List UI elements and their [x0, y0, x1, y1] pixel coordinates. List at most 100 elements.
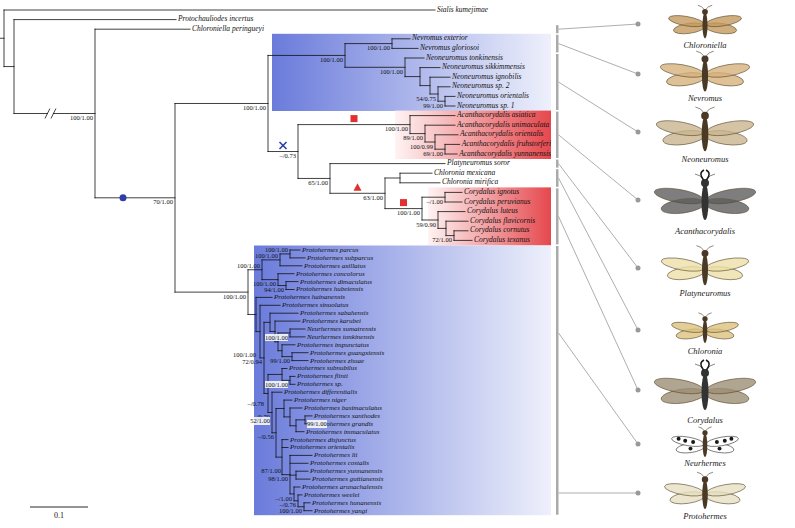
tree-branch [294, 500, 298, 501]
tree-branch [4, 10, 435, 11]
taxon-name: Protohermes yunnanensis [310, 467, 382, 475]
tree-branch [296, 420, 297, 432]
tree-branch [454, 231, 455, 241]
insect-wing [653, 375, 704, 396]
support-value: 69/1.00 [423, 150, 443, 157]
tree-branch [296, 471, 308, 472]
tree-branch [282, 356, 292, 357]
support-value: 72/1.00 [432, 236, 452, 243]
support-value: 100/1.00 [367, 44, 390, 51]
tree-branch [445, 154, 457, 155]
tree-branch [446, 221, 468, 222]
insect-body [702, 480, 708, 509]
leader-dot [636, 22, 641, 27]
leader-dot [636, 198, 641, 203]
insect-wing [655, 118, 704, 139]
scale-bar [30, 507, 88, 508]
taxon-name: Nevromus gloriosoi [420, 44, 479, 53]
clade-shading [272, 34, 551, 111]
tree-branch [282, 344, 295, 345]
insect-head [702, 430, 707, 435]
taxon-name: Protohermes hunanensis [312, 499, 381, 507]
insect-illustration [668, 5, 743, 38]
insect-wing [671, 320, 705, 334]
tree-branch [345, 44, 346, 68]
insect-illustration [660, 246, 749, 286]
taxon-name: Protohermes impunctatus [297, 341, 369, 349]
taxon-name: Chloronia mexicana [434, 169, 495, 178]
clade-bar [556, 35, 559, 53]
genus-name: Protohermes [683, 512, 727, 522]
tree-branch [385, 178, 400, 179]
taxon-name: Protohermes sabahensis [300, 309, 368, 317]
tree-branch [435, 134, 458, 135]
tree-branch [290, 493, 294, 494]
tree-branch [268, 374, 282, 375]
tree-branch [248, 270, 249, 315]
taxon-name: Protohermes parcus [302, 246, 358, 254]
tree-branch [95, 197, 175, 198]
insect-body [702, 374, 709, 410]
tree-branch [435, 135, 436, 149]
support-value: 94/1.00 [264, 286, 284, 293]
tree-branch [445, 144, 446, 154]
tree-branch [292, 360, 308, 361]
taxon-name: Protohermes orientalis [290, 443, 355, 451]
insect-body [702, 60, 708, 92]
taxon-name: Sialis kumejimae [437, 6, 488, 15]
clade-bar [556, 160, 559, 168]
tree-branch [330, 193, 385, 194]
tree-branch [290, 463, 308, 464]
tree-branch [290, 408, 291, 426]
taxon-name: Protohermes subparcus [307, 254, 373, 262]
insect-illustration [653, 170, 756, 220]
tree-branch [270, 331, 275, 332]
wing-spot [729, 437, 733, 441]
tree-branch [256, 297, 272, 298]
insect-head [701, 179, 709, 187]
insect-wing [668, 13, 705, 28]
support-value: 63/1.00 [363, 194, 383, 201]
support-value: 100/1.00 [237, 262, 260, 269]
leader-line [559, 44, 639, 74]
taxon-name: Acanthacorydalis yunnanensis [459, 150, 551, 159]
support-value: 99/1.00 [423, 102, 443, 109]
taxon-name: Protohermes guangxiensis [310, 349, 384, 357]
taxon-name: Corydalus texanus [474, 236, 530, 245]
tree-branch [294, 487, 295, 501]
tree-branch [0, 38, 4, 39]
node-marker [351, 115, 358, 122]
support-value: 100/1.00 [265, 381, 288, 388]
tree-branch [290, 376, 295, 377]
tree-branch [438, 211, 465, 212]
insect-body [702, 12, 707, 38]
insect-wing [705, 185, 756, 206]
tree-branch [268, 55, 345, 56]
tree-branch [294, 487, 300, 488]
tree-branch [405, 58, 406, 77]
clade-shading [254, 246, 551, 516]
taxon-name: Corydalus ignotus [464, 188, 519, 197]
tree-branch [4, 66, 14, 67]
insect-mandible [701, 170, 709, 180]
tree-branch [290, 336, 305, 337]
taxon-name: Acanthacorydalis orientalis [460, 130, 544, 139]
wing-spot [715, 440, 719, 444]
taxon-name: Acanthacorydalis unimaculata [457, 121, 549, 130]
taxon-name: Neoneuromus sp. 1 [457, 102, 514, 111]
support-value: 98/1.00 [268, 475, 288, 482]
support-value: 100/1.00 [243, 104, 266, 111]
tree-branch [280, 265, 302, 266]
tree-branch [260, 305, 261, 358]
tree-branch [264, 393, 268, 394]
tree-branch [175, 292, 248, 293]
tree-branch [282, 368, 287, 369]
taxon-name: Neoneuromus sikkimmensis [442, 63, 525, 72]
leader-dot [636, 388, 641, 393]
tree-branch [260, 305, 280, 306]
tree-branch [262, 279, 278, 280]
insect-wing [705, 375, 756, 396]
tree-branch [278, 285, 286, 286]
node-marker [400, 199, 407, 206]
